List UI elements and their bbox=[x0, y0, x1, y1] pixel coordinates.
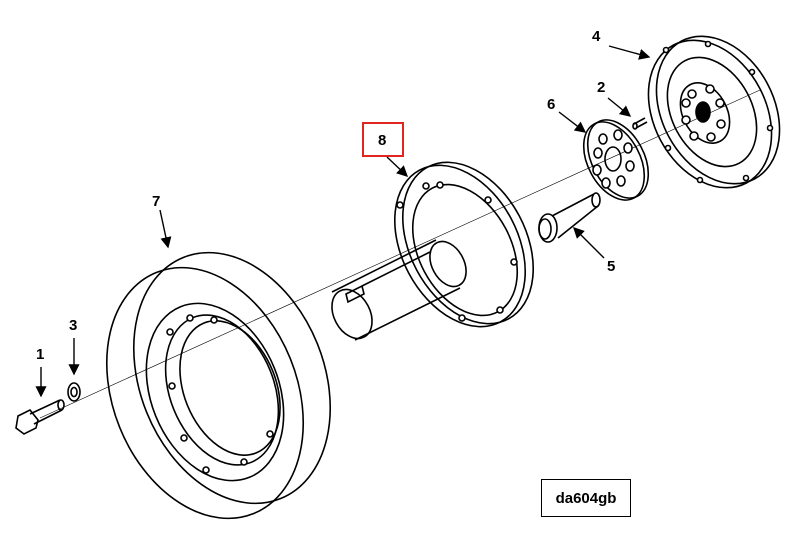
part-5-splined-shaft bbox=[538, 192, 601, 243]
callout-3: 3 bbox=[69, 317, 77, 334]
part-2-dowel-pin bbox=[632, 117, 648, 130]
part-6-perforated-disc bbox=[582, 119, 650, 201]
part-3-washer bbox=[67, 382, 81, 402]
callout-5: 5 bbox=[607, 258, 615, 275]
callout-1: 1 bbox=[36, 346, 44, 363]
callout-2: 2 bbox=[597, 79, 605, 96]
part-8-hub bbox=[331, 161, 535, 341]
drawing-code-label: da604gb bbox=[541, 479, 631, 517]
callout-leaders bbox=[35, 45, 651, 398]
part-1-bolt bbox=[15, 399, 65, 435]
callout-4: 4 bbox=[592, 28, 601, 45]
part-7-damper-wheel bbox=[105, 251, 332, 520]
highlight-box bbox=[362, 122, 404, 157]
callout-8: 8 bbox=[378, 132, 386, 149]
part-4-flywheel-ring bbox=[647, 35, 781, 189]
callout-7: 7 bbox=[152, 193, 160, 210]
callout-6: 6 bbox=[547, 96, 555, 113]
